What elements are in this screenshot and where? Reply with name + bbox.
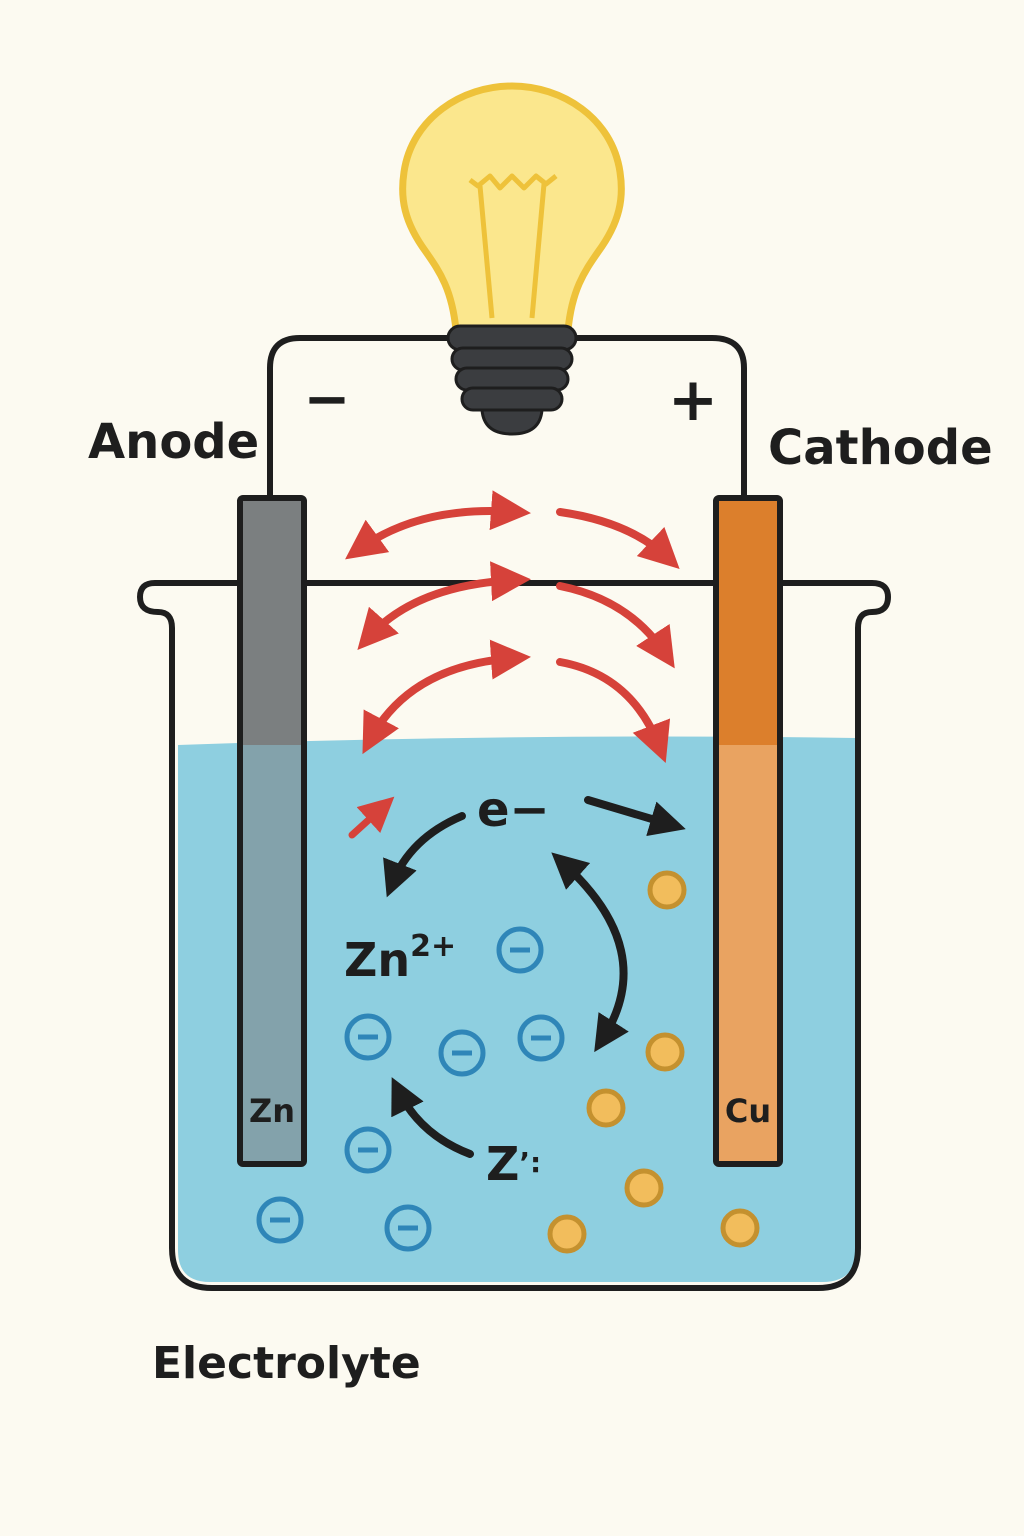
copper-ion-icon	[624, 1168, 664, 1208]
copper-ion-icon	[720, 1208, 760, 1248]
negative-ion-icon	[344, 1013, 392, 1061]
red-arrows-left	[345, 490, 531, 755]
copper-ion-icon	[547, 1214, 587, 1254]
red-arrows-right	[556, 508, 680, 763]
zinc-ion-label: Zn2+	[344, 929, 456, 987]
cathode-metal-label: Cu	[725, 1092, 771, 1130]
negative-ion-icon	[344, 1126, 392, 1174]
negative-ion-icon	[384, 1204, 432, 1252]
black-arrows	[383, 796, 686, 1158]
cations	[547, 870, 760, 1254]
zinc-partial-letter: Z	[486, 1137, 519, 1191]
cathode-label: Cathode	[768, 420, 993, 476]
zinc-ion-symbol: Zn	[344, 933, 410, 987]
anode-electrode	[237, 495, 307, 1167]
copper-ion-icon	[586, 1088, 626, 1128]
negative-ion-icon	[256, 1196, 304, 1244]
negative-ion-icon	[438, 1029, 486, 1077]
red-arrow-small	[348, 796, 395, 839]
beaker-outline	[137, 580, 891, 1291]
negative-ion-icon	[496, 926, 544, 974]
anode-label: Anode	[88, 414, 259, 470]
zinc-partial-mark: ’:	[519, 1146, 541, 1179]
electrolyte-label: Electrolyte	[152, 1338, 421, 1389]
light-bulb-icon	[399, 82, 625, 436]
negative-ion-icon	[517, 1014, 565, 1062]
zinc-partial-label: Z’:	[486, 1137, 541, 1191]
cathode-electrode	[713, 495, 783, 1167]
circuit-wire	[267, 335, 747, 501]
negative-terminal-sign: −	[304, 367, 351, 432]
positive-terminal-sign: +	[668, 365, 718, 435]
anions	[256, 926, 565, 1252]
electron-label: e−	[477, 782, 550, 838]
zinc-ion-charge: 2+	[410, 929, 456, 964]
copper-ion-icon	[645, 1032, 685, 1072]
anode-metal-label: Zn	[249, 1092, 295, 1130]
copper-ion-icon	[647, 870, 687, 910]
